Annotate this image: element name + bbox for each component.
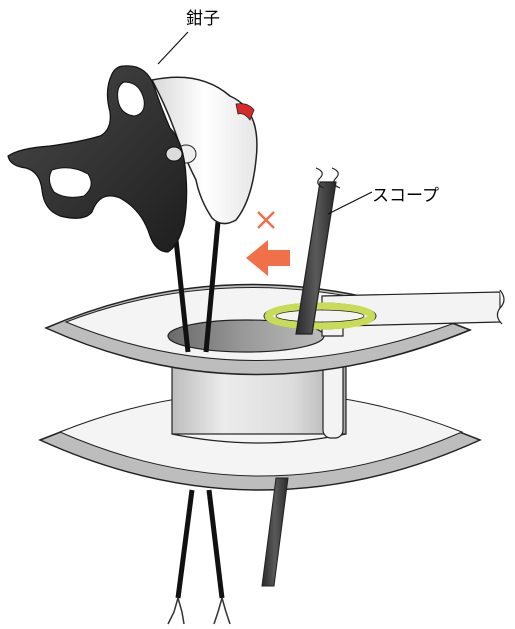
scope-shaft-lower (262, 478, 288, 586)
forceps-pivot (166, 147, 182, 161)
forceps-leader-line (158, 32, 188, 64)
forceps-shaft-lower (178, 490, 222, 598)
scope-label: スコープ (372, 186, 439, 206)
forceps-label: 鉗子 (186, 9, 220, 29)
cross-mark-icon (258, 212, 274, 228)
scope-leader-line (328, 192, 372, 214)
left-arrow-icon (246, 240, 290, 276)
forceps-tips (168, 598, 230, 624)
green-ring (264, 303, 376, 329)
